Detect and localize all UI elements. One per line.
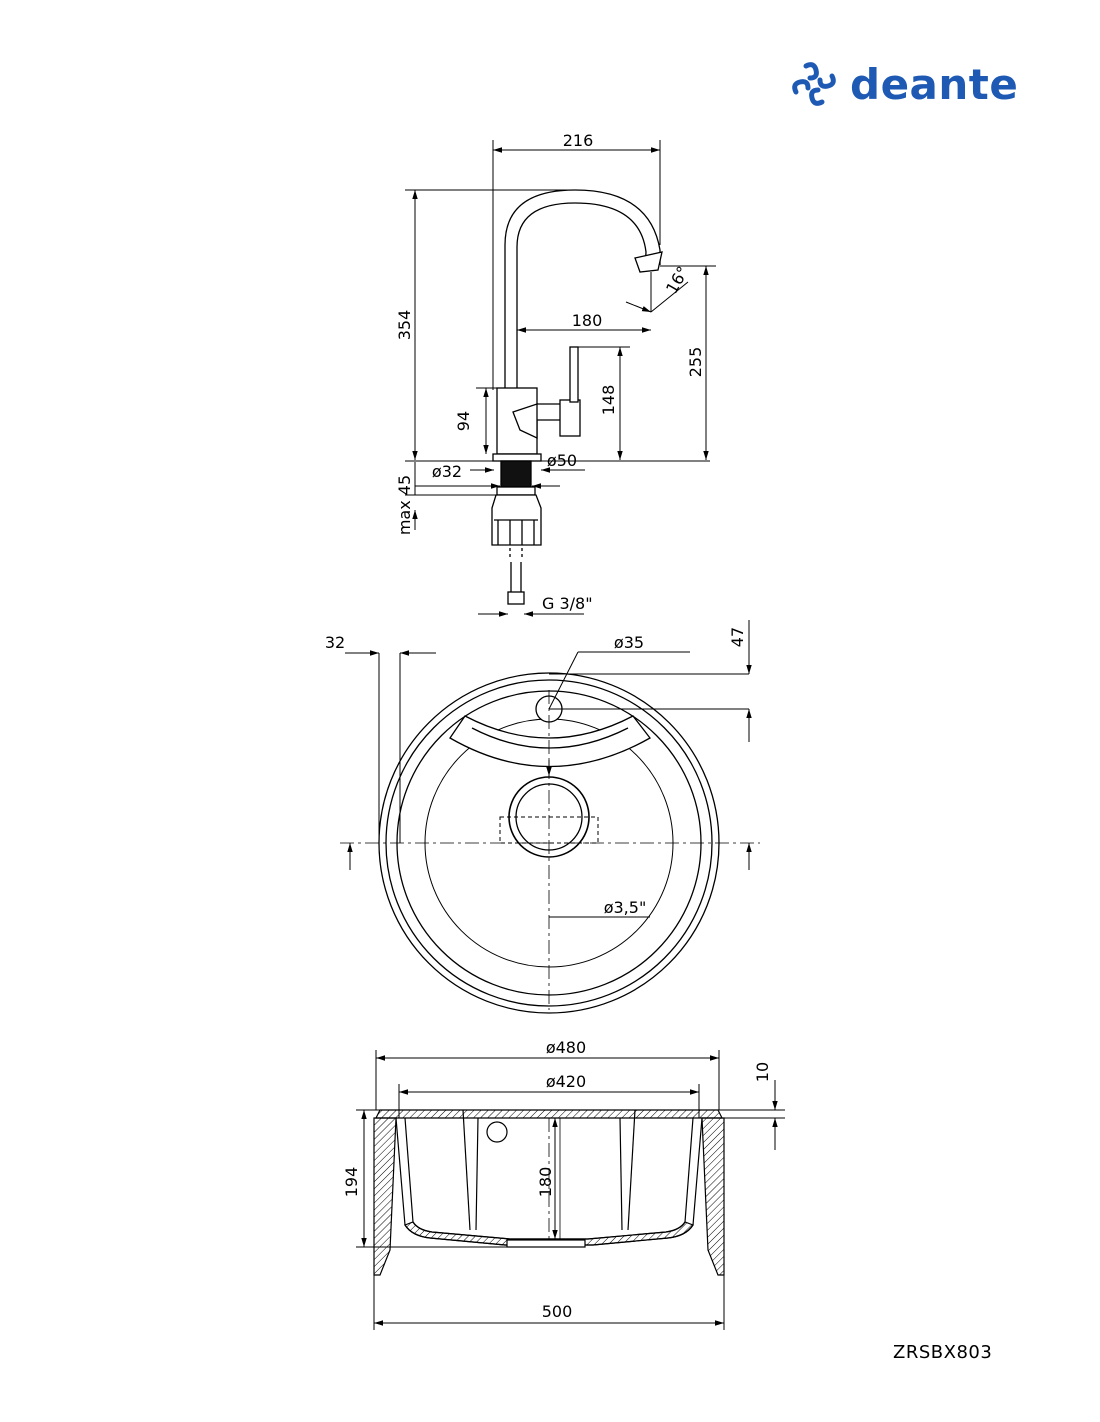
faucet-side-view (491, 189, 663, 605)
outer-diameter-label: ø480 (546, 1038, 586, 1057)
brand-logo: deante (788, 58, 1018, 110)
spout-reach-label: 180 (572, 311, 603, 330)
brand-name: deante (850, 59, 1019, 109)
cutout-width-label: 500 (542, 1302, 573, 1321)
tap-hole-label: ø35 (614, 633, 644, 652)
total-height-label: 194 (342, 1167, 361, 1198)
model-code: ZRSBX803 (893, 1342, 993, 1363)
faucet-dimensions (405, 140, 716, 617)
max-thickness-label: max 45 (395, 475, 414, 535)
faucet-width-label: 216 (563, 131, 594, 150)
outlet-angle-label: 16° (662, 263, 693, 297)
sink-section-view (373, 1109, 725, 1276)
sink-top-dimensions (345, 620, 752, 918)
sink-section-labels: ø480 ø420 10 194 180 500 (342, 1038, 772, 1321)
shank-diameter-label: ø32 (432, 462, 462, 481)
connection-label: G 3/8" (542, 594, 593, 613)
bowl-depth-label: 180 (536, 1167, 555, 1198)
faucet-labels: 216 354 255 180 16° 148 94 ø32 ø50 max 4… (395, 131, 705, 613)
deante-logo-icon (792, 62, 836, 106)
sink-section-dimensions (356, 1050, 785, 1330)
tap-offset-label: 47 (728, 627, 747, 647)
outlet-height-label: 255 (686, 347, 705, 378)
body-height-label: 94 (454, 411, 473, 431)
rim-thickness-label: 10 (753, 1062, 772, 1082)
faucet-height-label: 354 (395, 310, 414, 341)
sink-top-labels: 32 ø35 47 ø3,5" (325, 627, 747, 917)
drain-diameter-label: ø3,5" (604, 898, 647, 917)
base-diameter-label: ø50 (547, 451, 577, 470)
sink-top-view (340, 672, 760, 1014)
rim-offset-label: 32 (325, 633, 345, 652)
handle-height-label: 148 (599, 385, 618, 416)
inner-diameter-label: ø420 (546, 1072, 586, 1091)
